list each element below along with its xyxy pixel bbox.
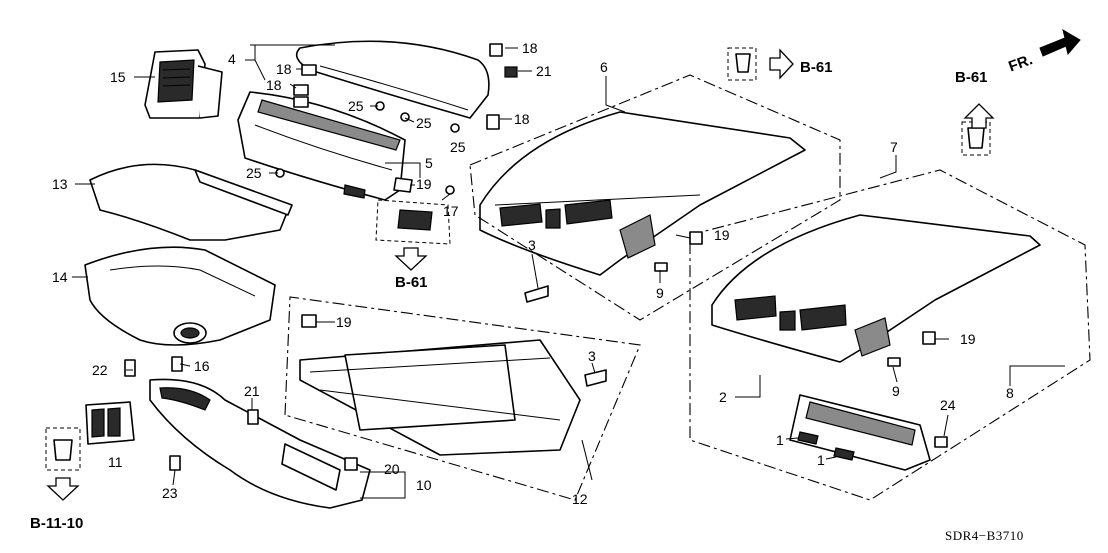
part-column-cover-upper [89,163,293,241]
callout-label: 4 [228,51,236,67]
callout-label: 13 [52,176,68,192]
part-bracket-assembly [299,339,581,456]
callout-label: 9 [656,285,664,301]
part-switch-panel [85,401,135,445]
arrow-right-icon [769,48,794,80]
callout-label: 19 [416,176,432,192]
callout-label: 8 [1006,385,1014,401]
reference-arrows [46,28,1081,501]
arrow-up-icon [963,103,995,129]
callout-label: 21 [536,63,552,79]
callout-label: 1 [817,452,825,468]
part-dash-panel-lower [711,214,1041,363]
callout-label: 21 [244,383,260,399]
front-marker: FR. [1006,51,1035,75]
callout-label: 25 [416,115,432,131]
part-column-cover-lower [84,246,276,346]
ref-b61-center: B-61 [395,274,428,291]
part-side-vent [144,49,223,119]
ref-b61-top: B-61 [800,59,833,76]
part-lower-panel [149,378,371,509]
callout-label: 24 [940,397,956,413]
part-clip-b1110 [45,427,81,471]
leader-lines [72,44,1065,499]
callout-label: 5 [425,155,433,171]
callout-label: 19 [714,227,730,243]
callout-label: 25 [246,165,262,181]
callout-label: 19 [336,314,352,330]
callout-label: 18 [266,77,282,93]
callout-label: 15 [110,69,126,85]
callout-label: 17 [443,203,459,219]
arrow-down-icon [46,477,80,501]
arrow-down-icon [394,247,428,271]
front-arrow-icon [1039,28,1081,57]
callout-label: 18 [522,40,538,56]
ref-b61-right: B-61 [955,69,988,86]
callout-label: 23 [162,485,178,501]
callout-label: 6 [600,59,608,75]
callout-label: 1 [776,432,784,448]
callout-label: 2 [719,389,727,405]
callout-label: 7 [890,139,898,155]
part-meter-visor [237,91,406,201]
ref-b1110: B-11-10 [30,515,83,532]
callout-label: 25 [450,139,466,155]
callout-label: 10 [416,477,432,493]
callout-label: 19 [960,331,976,347]
part-sensor-bracket [375,177,451,245]
callout-labels: 1 1 2 3 3 4 5 6 7 8 9 9 10 11 12 13 14 1… [30,40,1035,543]
part-audio-unit [789,394,931,471]
callout-label: 14 [52,269,68,285]
part-dash-panel-upper [479,111,806,276]
callout-label: 12 [572,491,588,507]
diagram-code: SDR4−B3710 [945,528,1024,543]
callout-label: 22 [92,362,108,378]
callout-label: 25 [348,98,364,114]
callout-label: 16 [194,358,210,374]
assembly-outlines [284,74,1091,501]
callout-label: 18 [514,111,530,127]
callout-label: 3 [588,348,596,364]
callout-label: 9 [892,383,900,399]
callout-label: 20 [384,461,400,477]
callout-label: 3 [528,237,536,253]
callout-label: 11 [108,454,123,470]
callout-label: 18 [276,61,292,77]
